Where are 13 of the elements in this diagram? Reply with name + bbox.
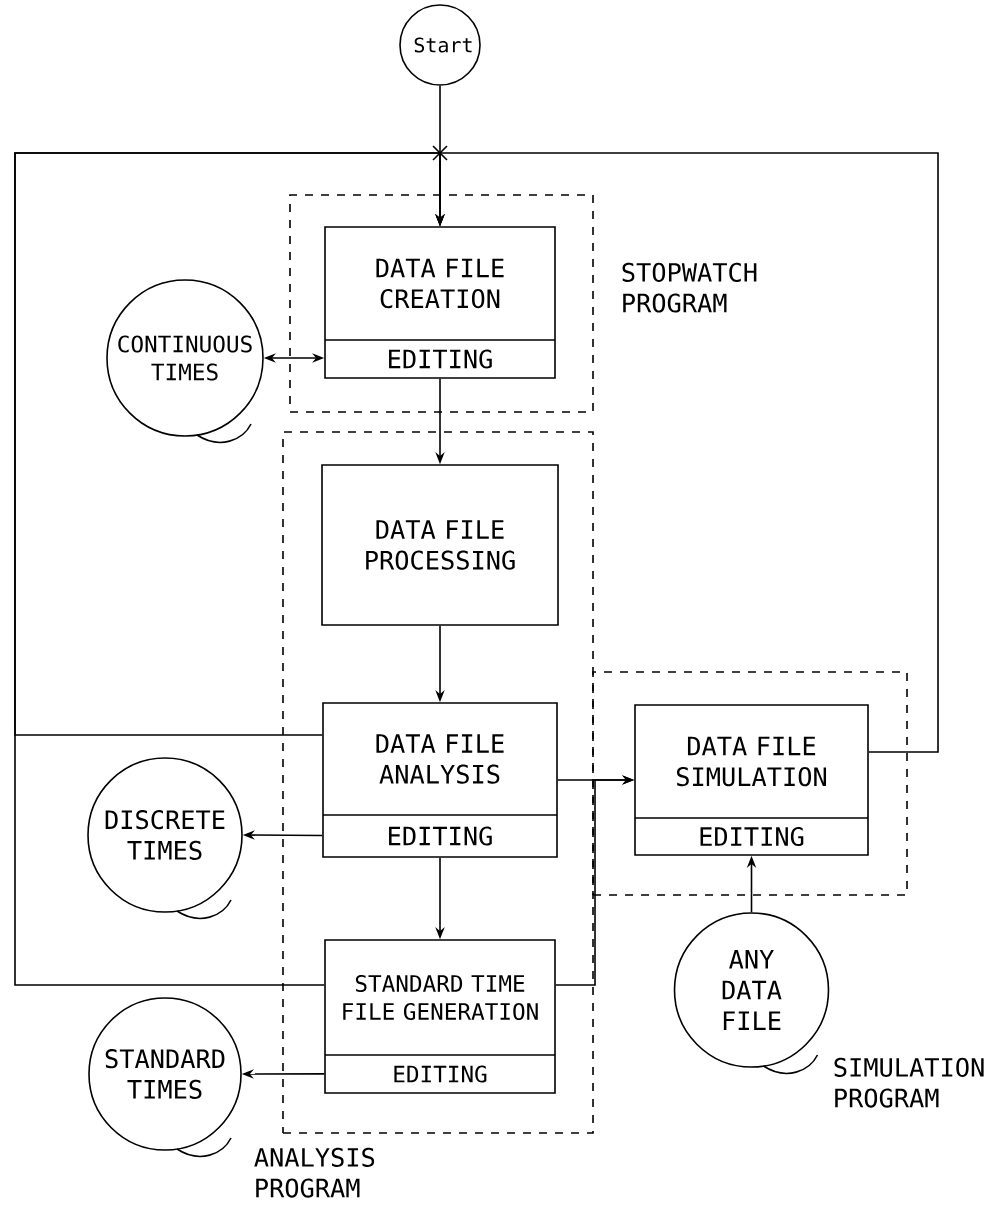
process-box: DATA FILE SIMULATION EDITING [634, 704, 869, 856]
process-box: DATA FILE CREATION EDITING [324, 226, 556, 379]
program-label: SIMULATION PROGRAM [834, 1057, 984, 1108]
tape-reel: ANY DATA FILE [673, 912, 830, 1075]
node-label: STOPWATCH PROGRAM [622, 262, 757, 313]
node-label: ANALYSIS PROGRAM [254, 1147, 375, 1198]
tape-reel: CONTINUOUS TIMES [106, 279, 264, 444]
tape-reel: DISCRETE TIMES [87, 757, 243, 920]
program-group [592, 671, 908, 896]
tape-reel: STANDARD TIMES [88, 997, 242, 1158]
process-box: DATA FILE ANALYSIS EDITING [322, 702, 558, 858]
process-box: STANDARD TIME FILE GENERATION EDITING [324, 939, 556, 1094]
process-box: DATA FILE PROCESSING [321, 464, 559, 626]
